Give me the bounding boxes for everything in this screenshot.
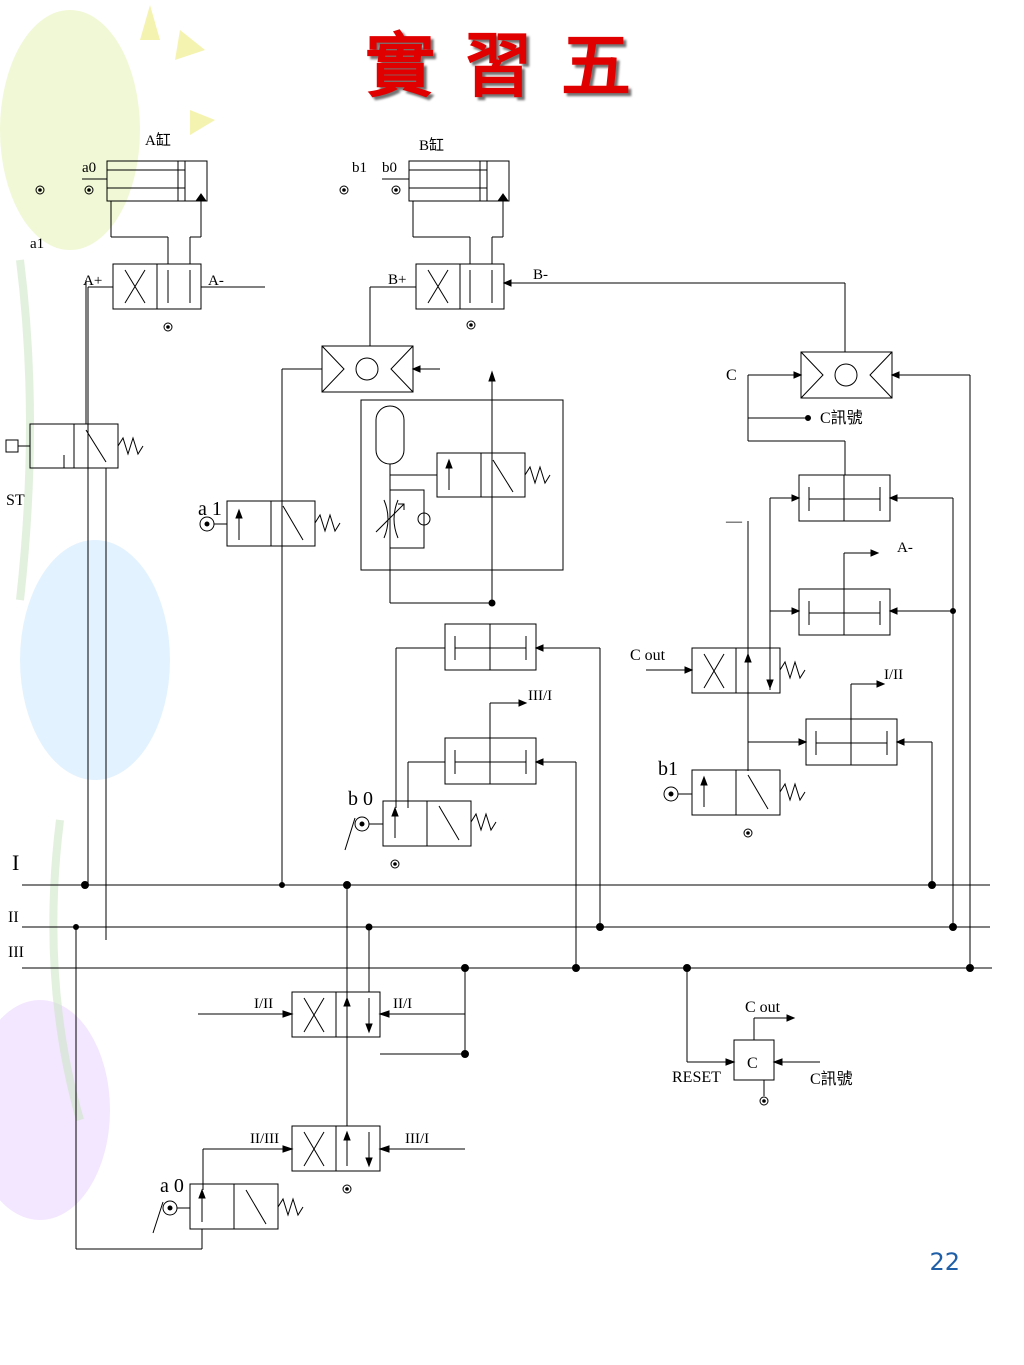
cyl-a-label: A缸 (145, 131, 171, 149)
c-out-counter-label: C out (745, 999, 781, 1016)
iii-i-mid-label: III/I (528, 688, 552, 704)
memory-valve-mid-2 (407, 699, 577, 968)
line-iii-label: III (8, 944, 24, 961)
counter-c (686, 968, 820, 1106)
cascade-valve-lower (202, 1125, 465, 1194)
b1-valve-label: b1 (658, 758, 678, 780)
i-ii-lower-label: I/II (254, 996, 273, 1012)
b-minus-label: B- (533, 267, 548, 283)
a-minus-right-label: A- (897, 540, 913, 556)
b0-valve (344, 800, 497, 869)
line-ii-label: II (8, 909, 19, 926)
dash-label: — (725, 513, 743, 530)
c-out-valve (646, 521, 806, 771)
c-signal-label: C訊號 (820, 409, 863, 427)
sensor-dot-b1 (339, 185, 349, 195)
group-line-iii (22, 964, 992, 972)
counter-label: C (747, 1055, 758, 1072)
a-plus-label: A+ (83, 273, 102, 289)
page-number: 22 (929, 1248, 960, 1276)
cascade-valve-upper (198, 885, 469, 1126)
group-line-i (22, 881, 990, 889)
ii-iii-lower-label: II/III (250, 1131, 279, 1147)
i-ii-right-label: I/II (884, 667, 903, 683)
memory-valve-right-2 (770, 549, 956, 636)
st-label: ST (6, 492, 25, 509)
iii-i-lower-label: III/I (405, 1131, 429, 1147)
b0-top-label: b0 (382, 160, 397, 176)
shuttle-valve-c (747, 351, 971, 968)
reset-label: RESET (672, 1069, 721, 1086)
cylinder-a (82, 160, 208, 202)
a0-top-label: a0 (82, 160, 96, 176)
c-out-left-label: C out (630, 647, 666, 664)
memory-valve-mid-1 (395, 623, 601, 927)
cyl-b-label: B缸 (419, 136, 444, 154)
timer-block (360, 399, 564, 607)
a0-valve-label: a 0 (160, 1175, 184, 1197)
b1-valve (663, 769, 806, 838)
shuttle-valve-b-plus (281, 345, 496, 885)
a-minus-label: A- (208, 273, 224, 289)
b-plus-label: B+ (388, 272, 406, 288)
st-valve (5, 280, 144, 940)
b1-top-label: b1 (352, 160, 367, 176)
c-top-label: C (726, 367, 737, 384)
valve-a (87, 201, 265, 885)
a0-valve (75, 927, 304, 1250)
slide-title: 實習五 (365, 24, 659, 107)
c-signal-counter-label: C訊號 (810, 1070, 853, 1088)
memory-valve-right-3 (748, 680, 933, 885)
a1-left-label: a1 (30, 236, 44, 252)
group-line-ii (22, 923, 990, 931)
sensor-dot-a1 (35, 185, 45, 195)
a1-valve-label: a 1 (198, 498, 222, 520)
sensor-dot-a0 (84, 185, 94, 195)
line-i-label: I (12, 850, 19, 875)
memory-valve-right-1 (769, 474, 954, 927)
valve-b (369, 201, 846, 352)
cylinder-b (382, 160, 510, 202)
a1-valve (199, 500, 341, 547)
sensor-dot-b0 (391, 185, 401, 195)
b0-valve-label: b 0 (348, 788, 373, 810)
ii-i-lower-label: II/I (393, 996, 412, 1012)
